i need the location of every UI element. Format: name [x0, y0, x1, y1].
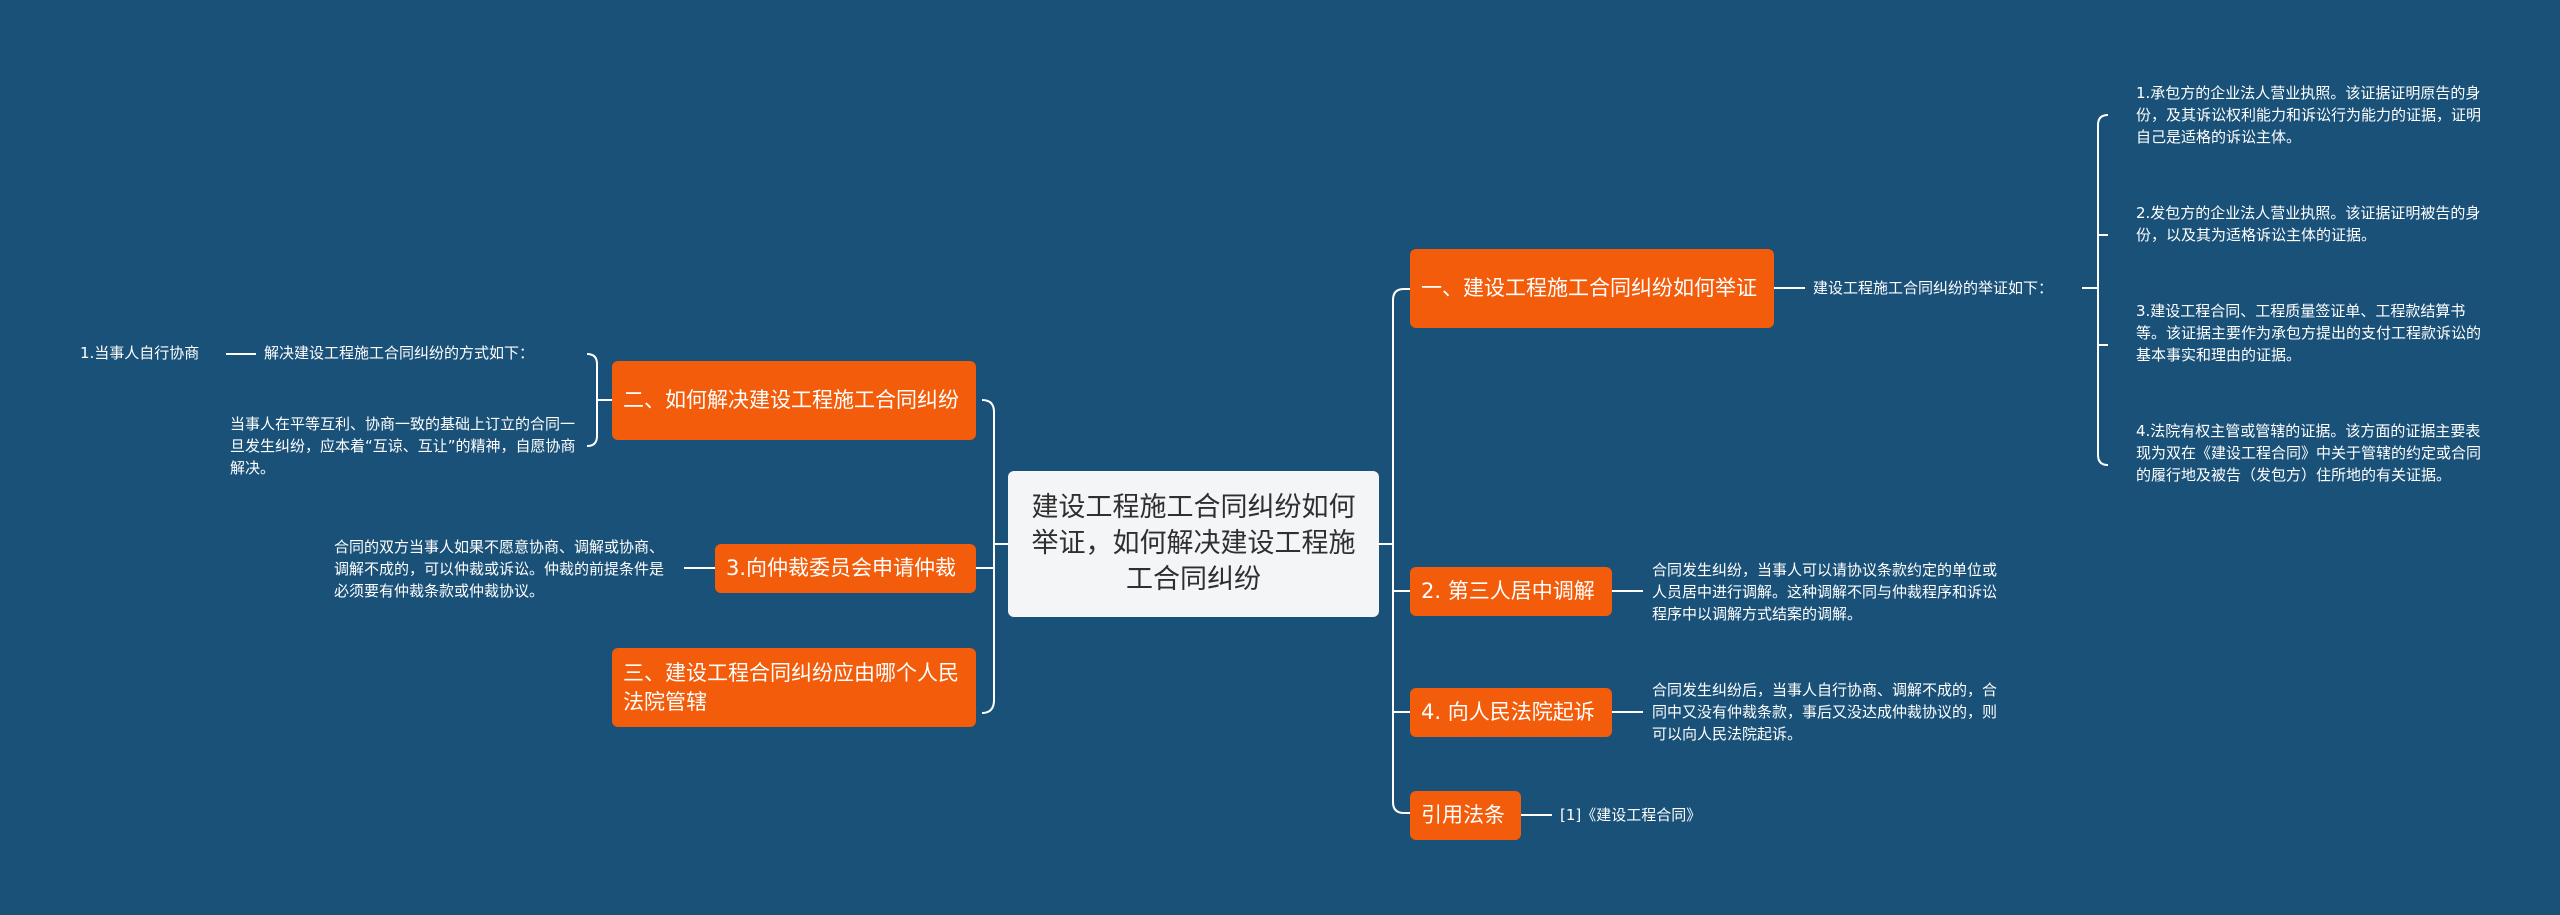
branch-right-2-detail-text: 合同发生纠纷，当事人可以请协议条款约定的单位或人员居中进行调解。这种调解不同与仲… [1652, 561, 1998, 623]
branch-right-3-detail[interactable]: 合同发生纠纷后，当事人自行协商、调解不成的，合同中又没有仲裁条款，事后又没达成仲… [1652, 679, 1998, 745]
evidence-item-3-text: 3.建设工程合同、工程质量签证单、工程款结算书等。该证据主要作为承包方提出的支付… [2136, 302, 2482, 364]
branch-right-4-detail[interactable]: [1]《建设工程合同》 [1560, 804, 1701, 826]
branch-right-3-label: 4. 向人民法院起诉 [1421, 700, 1595, 724]
branch-left-1-detail[interactable]: 当事人在平等互利、协商一致的基础上订立的合同一旦发生纠纷，应本着“互谅、互让”的… [230, 413, 578, 479]
branch-left-2-detail[interactable]: 合同的双方当事人如果不愿意协商、调解或协商、调解不成的，可以仲裁或诉讼。仲裁的前… [334, 536, 678, 602]
evidence-item-2-text: 2.发包方的企业法人营业执照。该证据证明被告的身份，以及其为适格诉讼主体的证据。 [2136, 204, 2481, 244]
branch-right-1[interactable]: 一、建设工程施工合同纠纷如何举证 [1410, 249, 1774, 328]
evidence-item-2[interactable]: 2.发包方的企业法人营业执照。该证据证明被告的身份，以及其为适格诉讼主体的证据。 [2136, 202, 2482, 246]
branch-left-1[interactable]: 二、如何解决建设工程施工合同纠纷 [612, 361, 976, 440]
branch-right-2-detail[interactable]: 合同发生纠纷，当事人可以请协议条款约定的单位或人员居中进行调解。这种调解不同与仲… [1652, 559, 1998, 625]
branch-right-3-detail-text: 合同发生纠纷后，当事人自行协商、调解不成的，合同中又没有仲裁条款，事后又没达成仲… [1652, 681, 1998, 743]
branch-left-2[interactable]: 3.向仲裁委员会申请仲裁 [715, 544, 976, 593]
evidence-item-1-text: 1.承包方的企业法人营业执照。该证据证明原告的身份，及其诉讼权利能力和诉讼行为能… [2136, 84, 2482, 146]
connector-right-trunk [1392, 288, 1405, 814]
branch-right-2-label: 2. 第三人居中调解 [1421, 579, 1595, 603]
branch-right-1-subtopic-label: 建设工程施工合同纠纷的举证如下： [1813, 279, 2054, 297]
branch-left-1-subsubtopic-label: 1.当事人自行协商 [80, 344, 200, 362]
connector-lb1-sub [586, 353, 612, 447]
evidence-item-4[interactable]: 4.法院有权主管或管辖的证据。该方面的证据主要表现为双在《建设工程合同》中关于管… [2136, 420, 2482, 486]
branch-left-1-subtopic-label: 解决建设工程施工合同纠纷的方式如下： [264, 344, 535, 362]
branch-left-1-subsubtopic[interactable]: 1.当事人自行协商 [80, 342, 199, 364]
branch-left-1-detail-text: 当事人在平等互利、协商一致的基础上订立的合同一旦发生纠纷，应本着“互谅、互让”的… [230, 415, 576, 477]
evidence-item-3[interactable]: 3.建设工程合同、工程质量签证单、工程款结算书等。该证据主要作为承包方提出的支付… [2136, 300, 2482, 366]
branch-right-4-detail-text: [1]《建设工程合同》 [1560, 806, 1702, 824]
branch-left-3-label: 三、建设工程合同纠纷应由哪个人民法院管辖 [623, 660, 959, 714]
branch-right-1-subtopic[interactable]: 建设工程施工合同纠纷的举证如下： [1813, 277, 2053, 299]
branch-right-3[interactable]: 4. 向人民法院起诉 [1410, 688, 1612, 737]
branch-right-4-label: 引用法条 [1421, 803, 1505, 827]
branch-left-1-label: 二、如何解决建设工程施工合同纠纷 [623, 388, 959, 412]
connector-sub-bracket [2082, 114, 2109, 466]
connector-left-trunk [981, 399, 995, 714]
evidence-item-4-text: 4.法院有权主管或管辖的证据。该方面的证据主要表现为双在《建设工程合同》中关于管… [2136, 422, 2482, 484]
evidence-item-1[interactable]: 1.承包方的企业法人营业执照。该证据证明原告的身份，及其诉讼权利能力和诉讼行为能… [2136, 82, 2482, 148]
branch-left-2-label: 3.向仲裁委员会申请仲裁 [726, 556, 957, 580]
branch-right-2[interactable]: 2. 第三人居中调解 [1410, 567, 1612, 616]
branch-left-3[interactable]: 三、建设工程合同纠纷应由哪个人民法院管辖 [612, 648, 976, 727]
branch-right-4[interactable]: 引用法条 [1410, 791, 1521, 840]
branch-left-1-subtopic[interactable]: 解决建设工程施工合同纠纷的方式如下： [264, 342, 534, 364]
branch-left-2-detail-text: 合同的双方当事人如果不愿意协商、调解或协商、调解不成的，可以仲裁或诉讼。仲裁的前… [334, 538, 665, 600]
branch-right-1-label: 一、建设工程施工合同纠纷如何举证 [1421, 276, 1757, 300]
central-topic[interactable]: 建设工程施工合同纠纷如何举证，如何解决建设工程施工合同纠纷 [1008, 471, 1379, 617]
central-topic-label: 建设工程施工合同纠纷如何举证，如何解决建设工程施工合同纠纷 [1031, 492, 1356, 595]
